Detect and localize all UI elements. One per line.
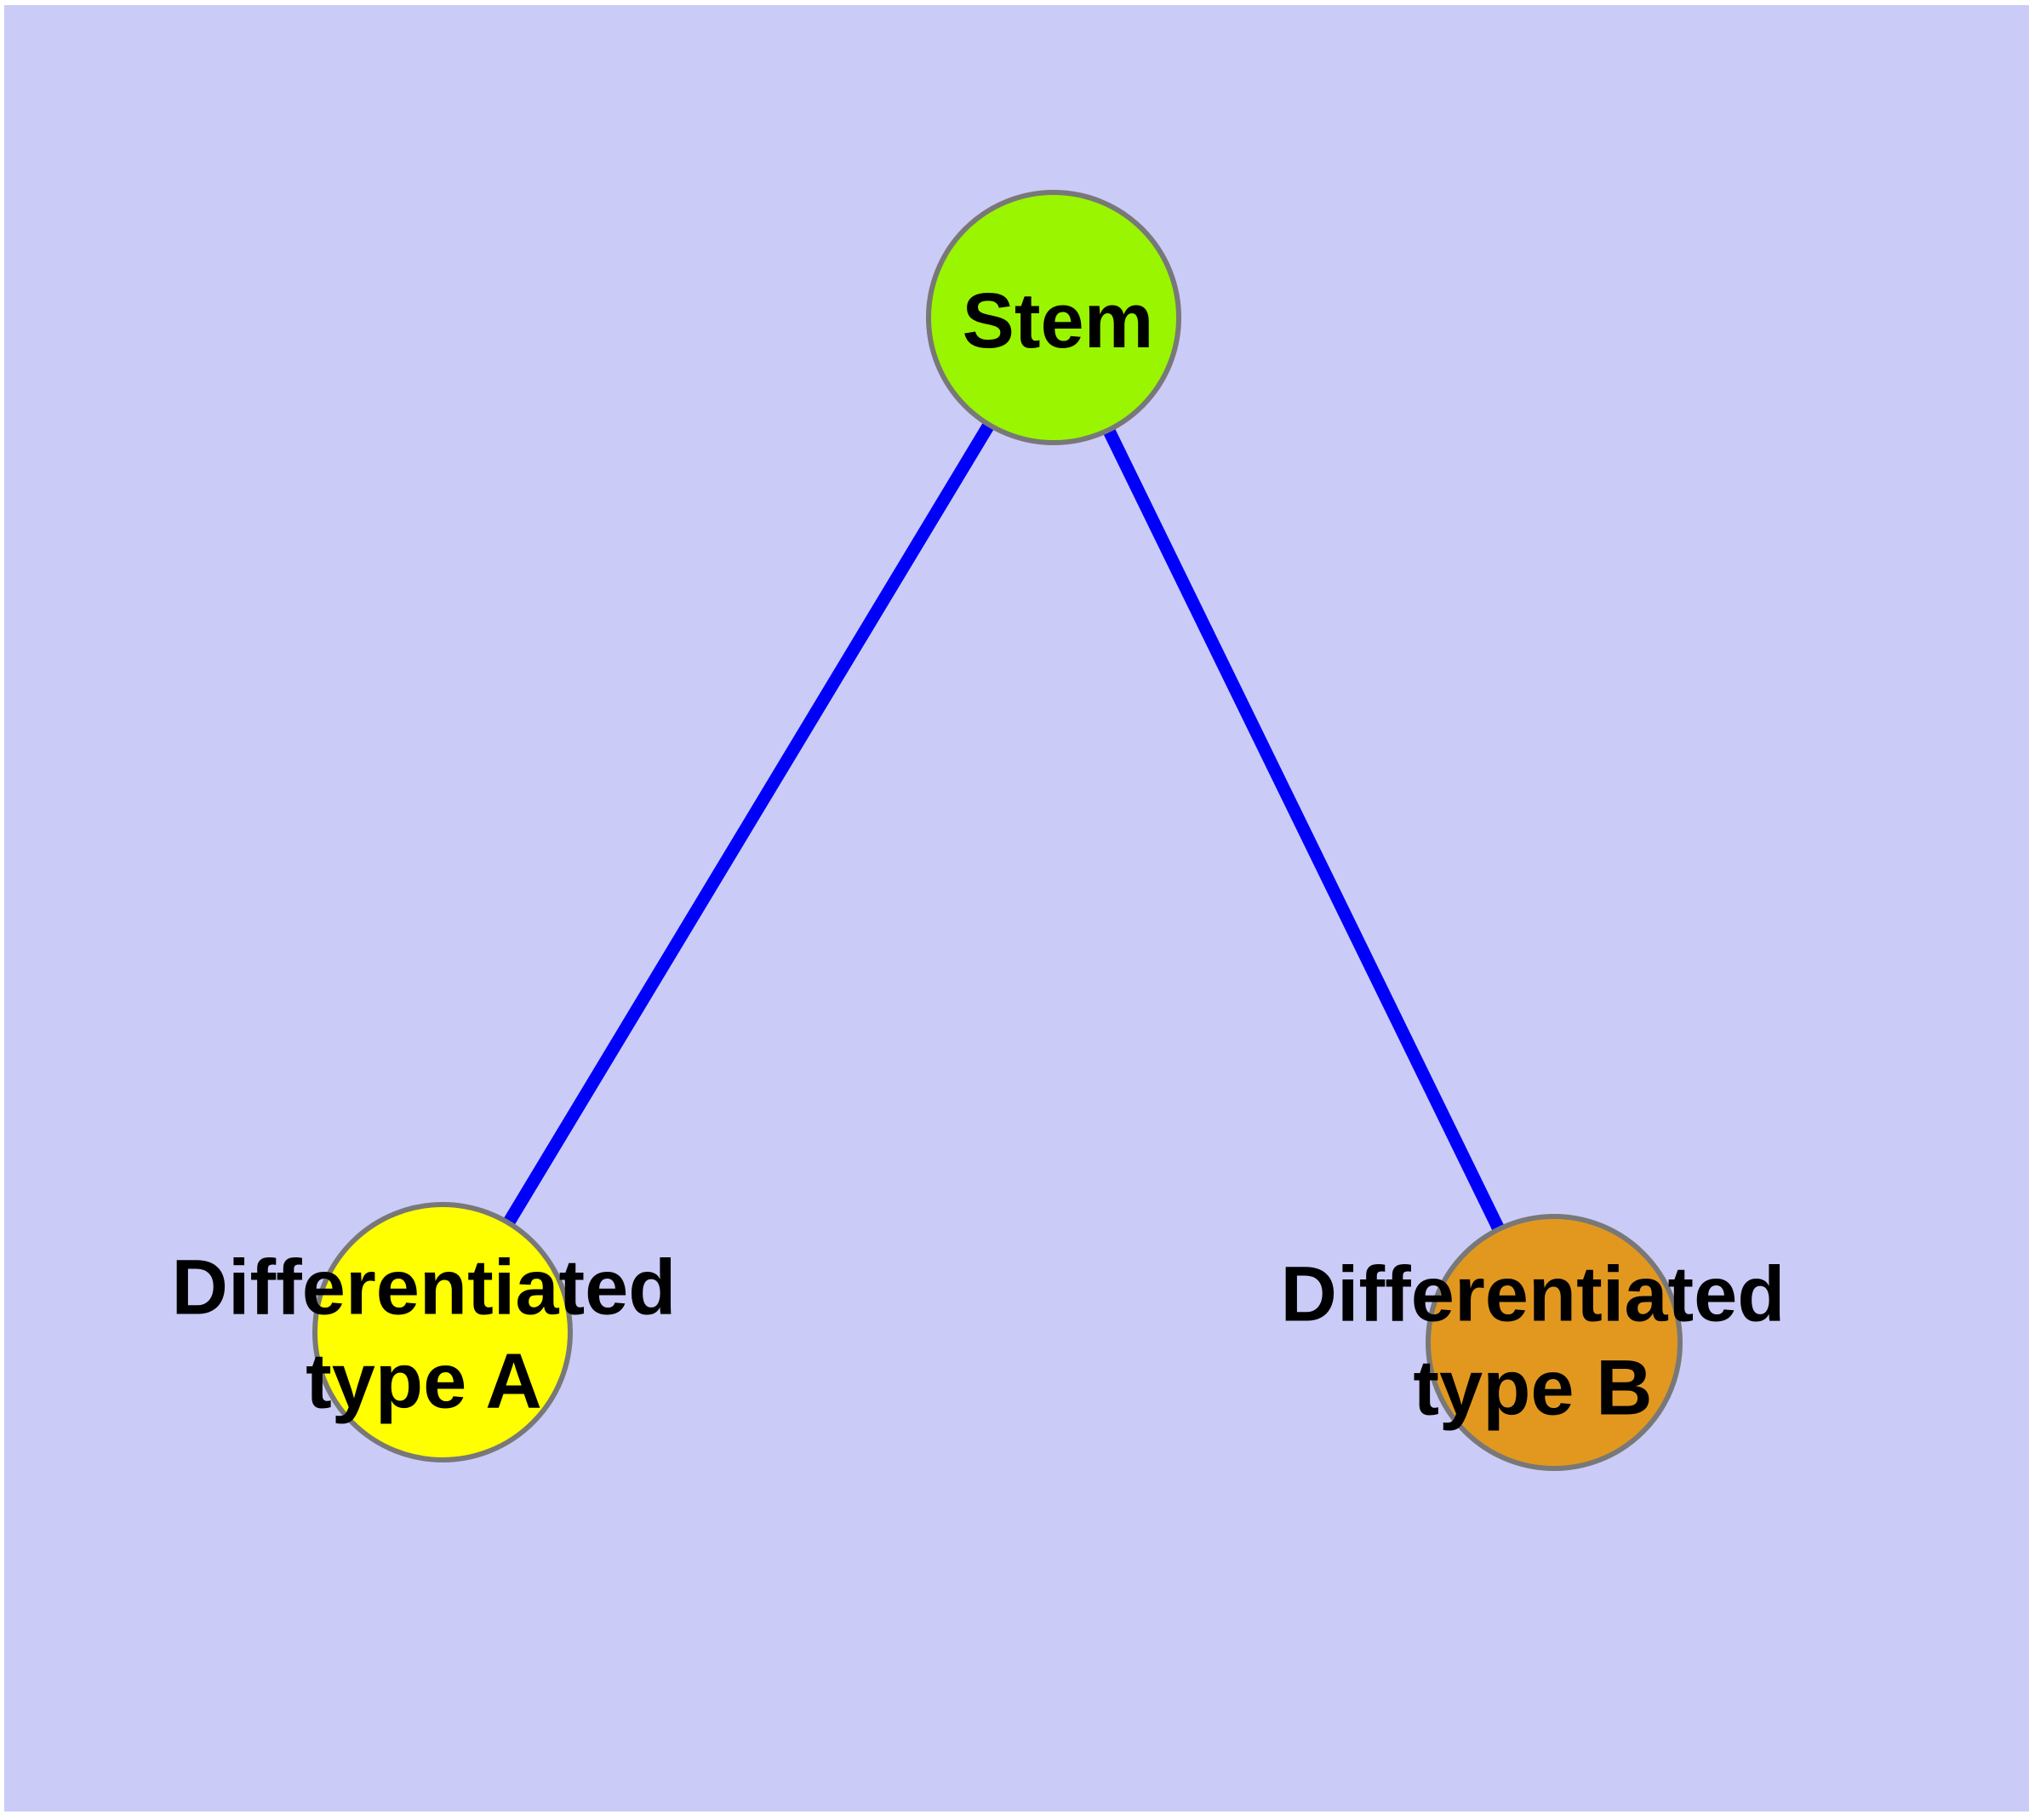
- node-circle-differentiated-type-a[interactable]: [312, 1202, 573, 1462]
- node-label-line: type B: [1413, 1345, 1653, 1432]
- node-circle-differentiated-type-b[interactable]: [1426, 1214, 1683, 1471]
- node-label-line: Stem: [962, 277, 1154, 364]
- edge-stem-to-type-a: [437, 314, 1060, 1336]
- node-label-line: Differentiated: [1280, 1251, 1786, 1338]
- node-label-differentiated-type-b: Differentiated type B: [1281, 1248, 1786, 1436]
- edge-stem-to-type-b: [1048, 314, 1560, 1346]
- node-label-differentiated-type-a: Differentiated type A: [172, 1241, 677, 1429]
- node-label-line: type A: [306, 1338, 542, 1425]
- node-label-line: Differentiated: [171, 1244, 677, 1331]
- node-label-stem: Stem: [963, 274, 1154, 368]
- node-circle-stem[interactable]: [926, 190, 1181, 445]
